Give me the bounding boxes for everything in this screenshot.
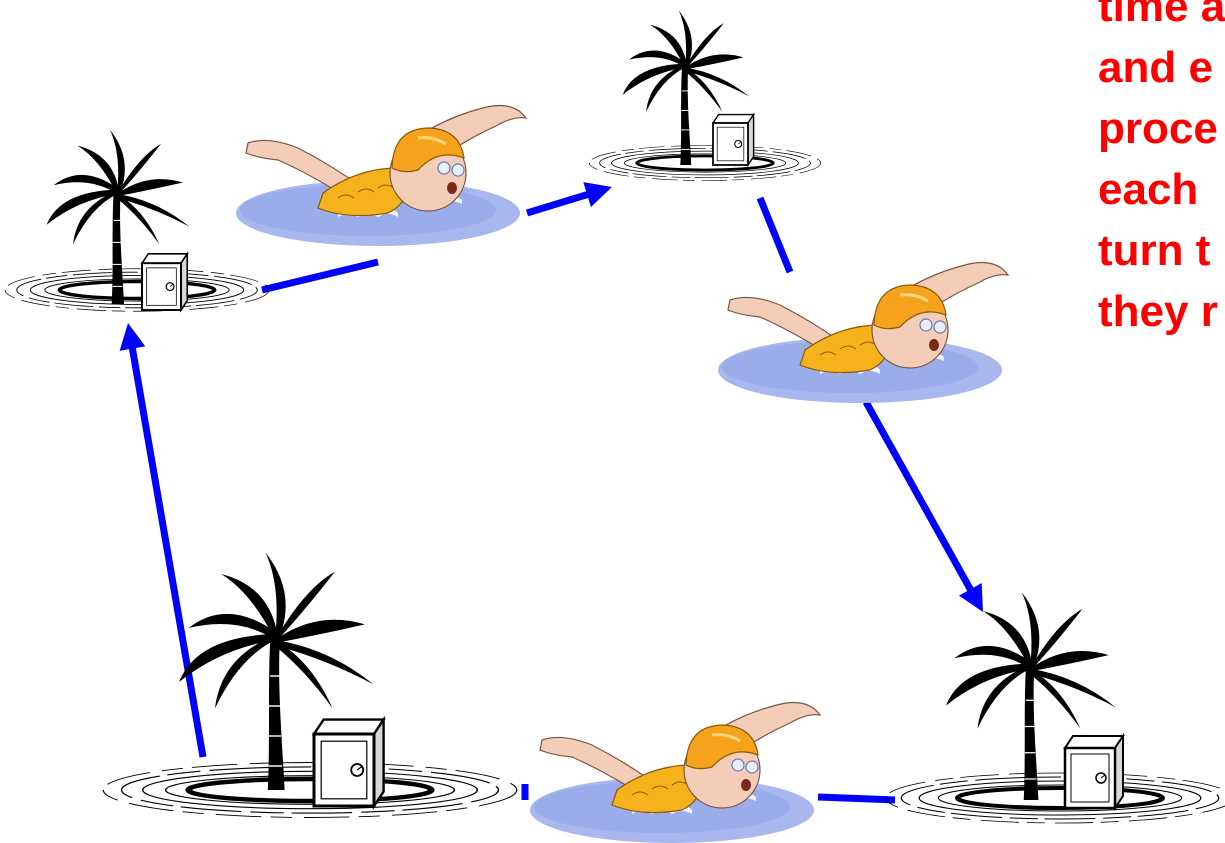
water-ripple-icon	[3, 266, 271, 314]
arrow-lower-right-to-swimmer	[817, 793, 896, 804]
arrow-top-to-swimmer	[756, 196, 794, 274]
water-ripple-icon	[103, 763, 516, 818]
route-arrows	[119, 182, 983, 804]
caption-line: they r	[1098, 287, 1218, 336]
island-top	[587, 10, 823, 183]
island-start	[103, 551, 516, 818]
swimmer-icon	[528, 701, 822, 843]
water-ripple-icon	[886, 773, 1225, 823]
swimmer-right	[716, 261, 1010, 405]
arrowhead-icon	[583, 182, 612, 208]
caption-line: turn t	[1098, 226, 1211, 275]
caption-line: each	[1098, 165, 1199, 214]
island-upper-left	[3, 129, 271, 314]
arrow-start-to-upper-left	[119, 323, 207, 758]
safe-icon	[141, 252, 189, 311]
swimmer-upper	[234, 104, 528, 248]
caption-text: time a and e proce each turn t they r	[1098, 0, 1225, 342]
arrow-upper-left-to-swimmer	[261, 258, 379, 294]
arrow-swimmer-to-lower-right	[862, 400, 983, 612]
arrowhead-icon	[958, 582, 983, 612]
safe-icon	[312, 718, 386, 808]
swimmer-icon	[234, 104, 528, 248]
island-lower-right	[886, 591, 1225, 823]
swimmer-icon	[716, 261, 1010, 405]
safe-icon	[712, 113, 755, 166]
safe-icon	[1063, 734, 1125, 810]
arrow-swimmer-to-top	[525, 182, 612, 217]
water-ripple-icon	[587, 143, 823, 183]
caption-line: proce	[1098, 104, 1218, 153]
swimmer-bottom	[528, 701, 822, 843]
arrowhead-icon	[119, 323, 146, 351]
caption-line: and e	[1098, 43, 1213, 92]
caption-line: time a	[1098, 0, 1225, 31]
